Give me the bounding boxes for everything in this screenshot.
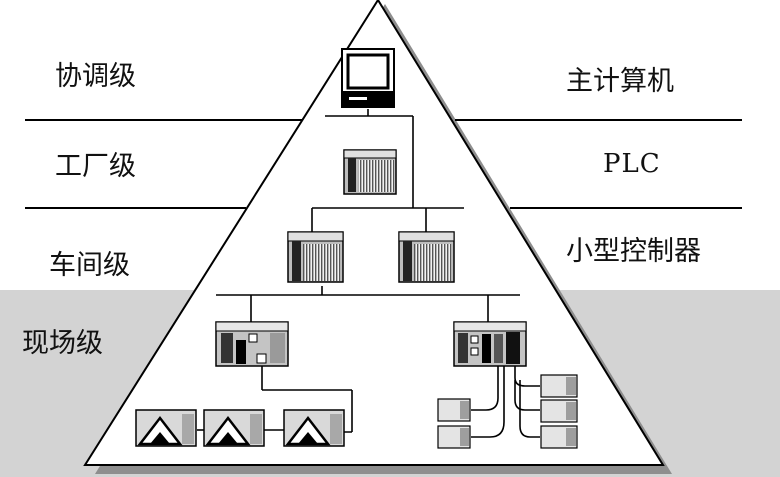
plc-label: PLC <box>603 149 661 179</box>
coordination-level-label: 协调级 <box>55 61 136 92</box>
field-controller-icon-left <box>215 321 289 367</box>
io-module-icons <box>437 374 578 449</box>
small-controller-icon-right <box>398 231 455 283</box>
plc-rack-icon <box>343 149 397 195</box>
plant-level-label: 工厂级 <box>55 151 136 182</box>
field-level-label: 现场级 <box>22 328 103 359</box>
main-computer-icon <box>341 48 395 108</box>
drive-unit-icon-2 <box>203 409 265 447</box>
small-controller-label: 小型控制器 <box>566 236 701 267</box>
workshop-level-label: 车间级 <box>49 250 130 281</box>
drive-unit-icon-1 <box>135 409 197 447</box>
drive-unit-icon-3 <box>283 409 345 447</box>
field-controller-icon-right <box>453 321 527 367</box>
main-computer-label: 主计算机 <box>566 66 674 97</box>
network-lines <box>197 109 540 438</box>
small-controller-icon-left <box>287 231 344 283</box>
